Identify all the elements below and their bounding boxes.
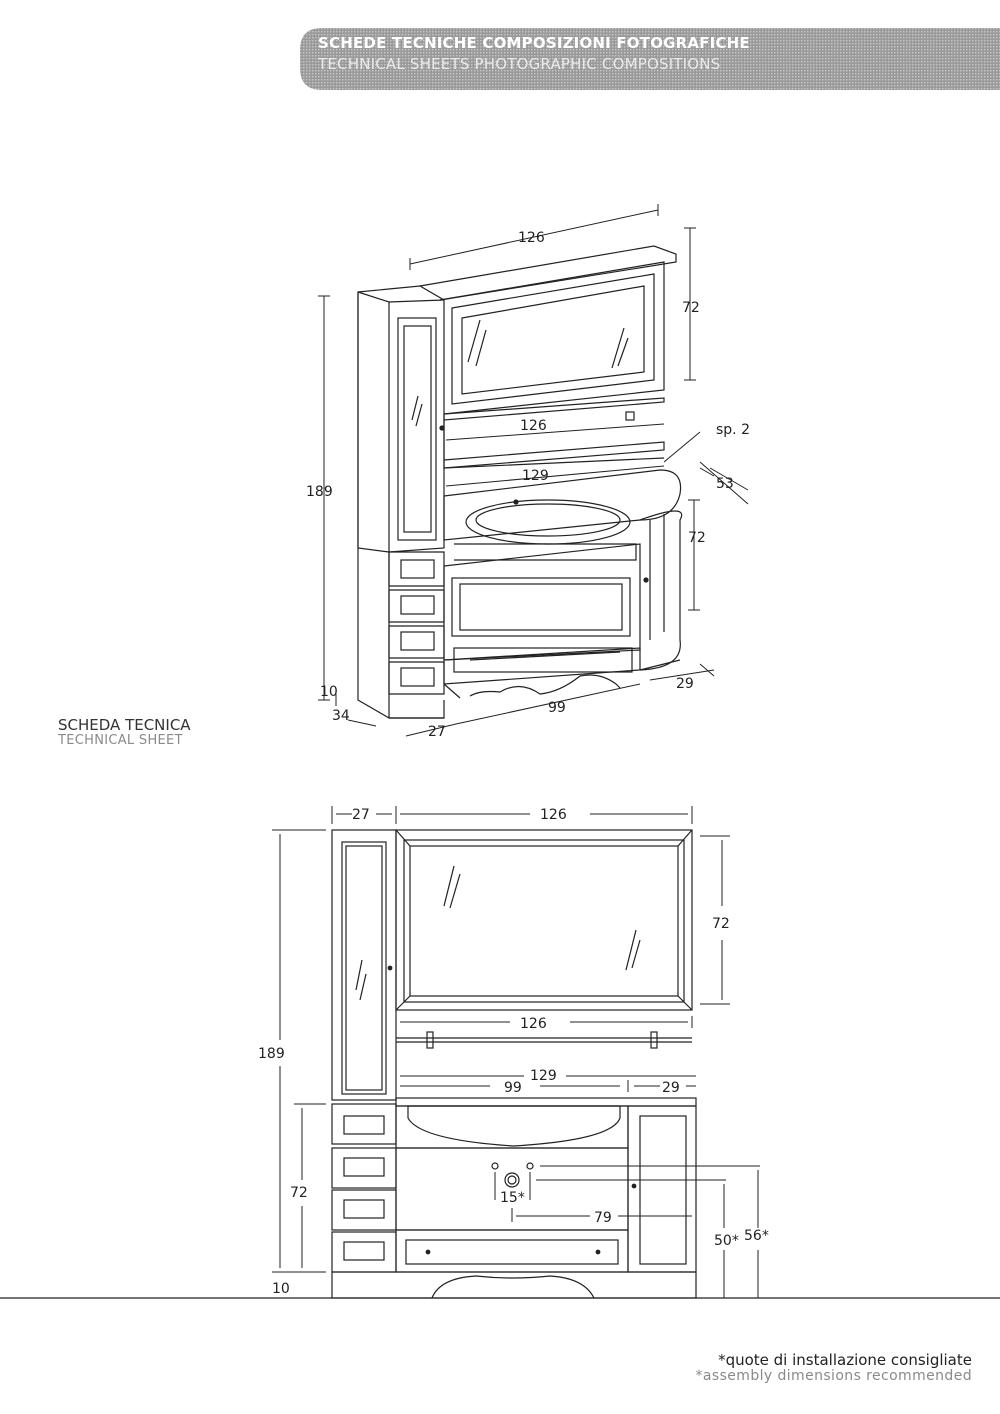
p-dim-mirror-height: 72 — [682, 300, 700, 316]
f-dim-shelf-width: 126 — [520, 1016, 547, 1032]
p-dim-depth: 53 — [716, 476, 734, 492]
p-dim-plinth: 10 — [320, 684, 338, 700]
section-label: SCHEDA TECNICA TECHNICAL SHEET — [58, 716, 191, 749]
p-dim-base-width: 99 — [548, 700, 566, 716]
section-label-it: SCHEDA TECNICA — [58, 716, 191, 734]
front-mirror — [395, 829, 693, 1011]
front-dimensions — [272, 806, 760, 1298]
f-dim-plinth: 10 — [272, 1281, 290, 1297]
f-dim-base-height: 72 — [290, 1185, 308, 1201]
perspective-view — [318, 204, 749, 737]
p-dim-column-width: 27 — [428, 724, 446, 740]
f-dim-side-width: 29 — [662, 1080, 680, 1096]
perspective-column — [357, 285, 445, 719]
f-dim-base-width: 99 — [504, 1080, 522, 1096]
p-dim-base-height: 72 — [688, 530, 706, 546]
footnote-it: *quote di installazione consigliate — [718, 1351, 972, 1369]
header-title: SCHEDE TECNICHE COMPOSIZIONI FOTOGRAFICH… — [318, 34, 750, 52]
f-dim-water-height-2: 56* — [744, 1228, 769, 1244]
f-dim-column-width: 27 — [352, 807, 370, 823]
p-dim-shelf-width: 126 — [520, 418, 547, 434]
front-shelf — [396, 1031, 692, 1049]
p-dim-column-depth: 34 — [332, 708, 350, 724]
footnote-en: *assembly dimensions recommended — [695, 1368, 972, 1384]
header-subtitle: TECHNICAL SHEETS PHOTOGRAPHIC COMPOSITIO… — [318, 55, 721, 73]
p-dim-side-width: 29 — [676, 676, 694, 692]
f-dim-drain-offset: 79 — [594, 1210, 612, 1226]
p-dim-mirror-width: 126 — [518, 230, 545, 246]
section-label-en: TECHNICAL SHEET — [58, 733, 183, 748]
f-dim-mirror-height: 72 — [712, 916, 730, 932]
p-dim-total-height: 189 — [306, 484, 333, 500]
front-column — [331, 829, 397, 1273]
perspective-mirror — [419, 245, 677, 415]
front-vanity — [395, 1097, 697, 1273]
f-dim-hole-gap: 15* — [500, 1190, 525, 1206]
perspective-dimension-labels: 126 72 126 sp. 2 129 53 72 189 10 34 27 … — [306, 230, 750, 740]
perspective-dimensions — [318, 204, 749, 737]
f-dim-total-height: 189 — [258, 1046, 285, 1062]
front-dimension-labels: 27 126 72 189 126 129 99 29 72 15* 79 50… — [258, 807, 769, 1297]
perspective-vanity — [389, 469, 683, 719]
p-dim-top-width: 129 — [522, 468, 549, 484]
header-banner — [300, 28, 1000, 90]
f-dim-mirror-width: 126 — [540, 807, 567, 823]
f-dim-top-width: 129 — [530, 1068, 557, 1084]
front-view — [0, 806, 1000, 1299]
p-dim-thickness: sp. 2 — [716, 422, 750, 438]
perspective-shelf — [439, 397, 665, 469]
front-plinth — [331, 1271, 697, 1299]
footnote: *quote di installazione consigliate *ass… — [696, 1352, 972, 1384]
f-dim-water-height: 50* — [714, 1233, 739, 1249]
